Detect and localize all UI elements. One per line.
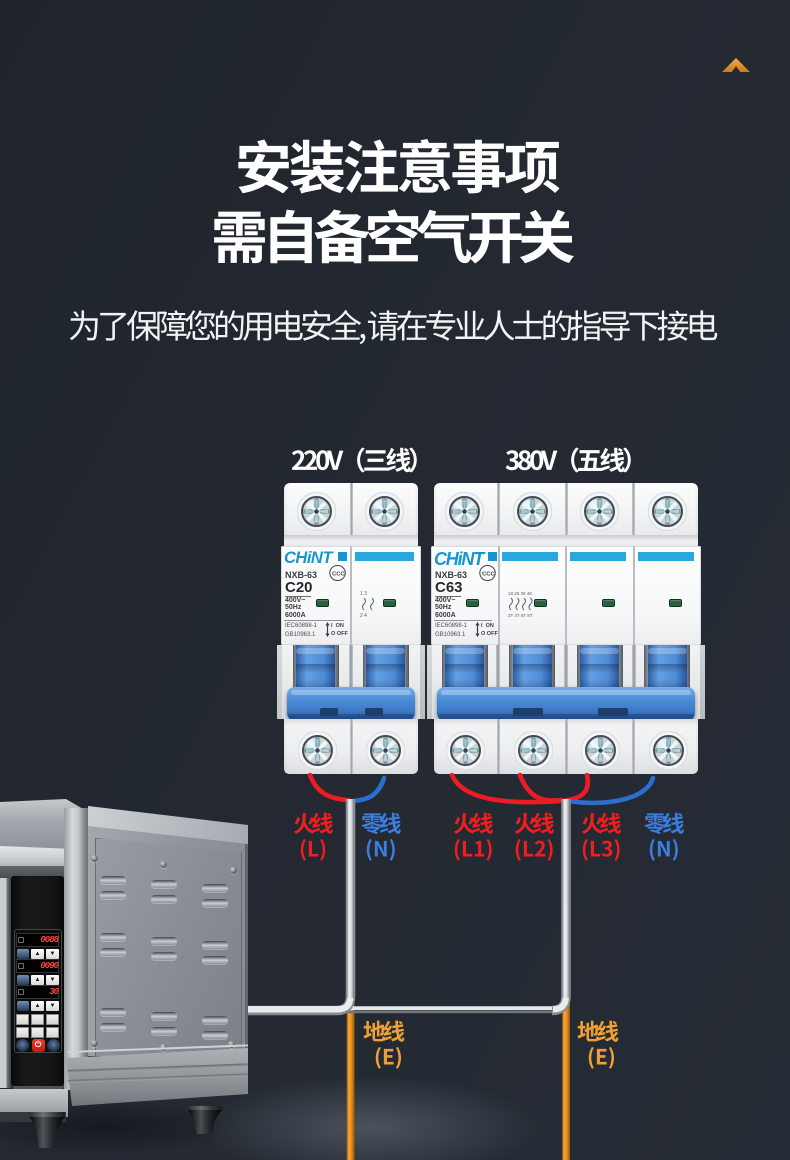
svg-text:18 28 38 48: 18 28 38 48 — [508, 591, 532, 596]
svg-text:2 4: 2 4 — [360, 613, 367, 618]
svg-text:CCC: CCC — [482, 571, 495, 577]
svg-text:CCC: CCC — [332, 571, 345, 577]
svg-text:2T 4T 6T 8T: 2T 4T 6T 8T — [508, 613, 533, 618]
svg-text:1 3: 1 3 — [360, 591, 367, 597]
